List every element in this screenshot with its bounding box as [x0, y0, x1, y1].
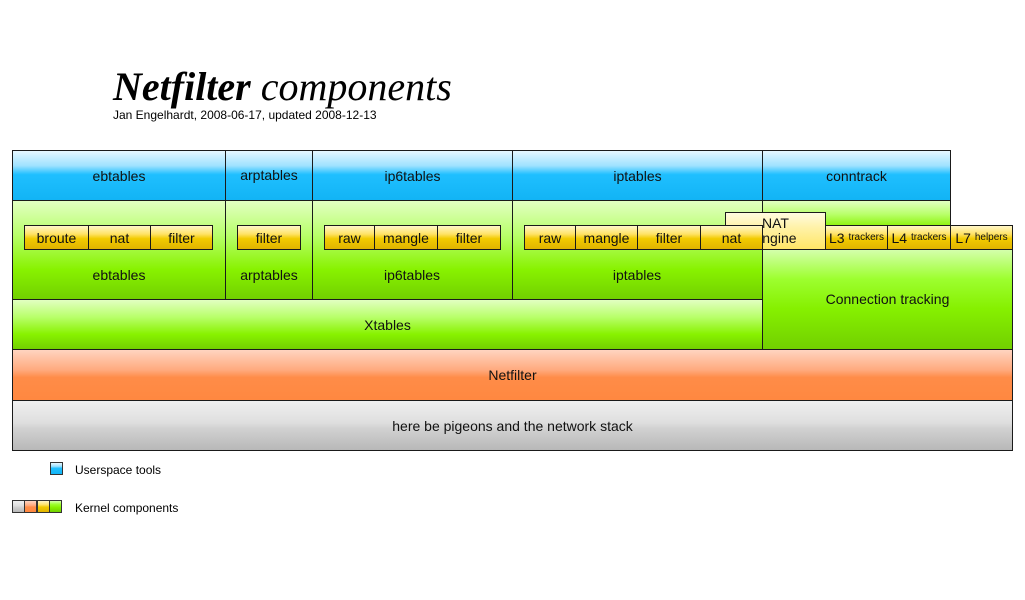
- kernel-connection-tracking: Connection tracking: [762, 248, 1013, 350]
- legend-label-kernel: Kernel components: [75, 501, 179, 515]
- userspace-ip6tables: ip6tables: [312, 150, 513, 201]
- kernel-arptables: [225, 200, 313, 300]
- label-arptables: arptables: [240, 267, 298, 283]
- kernel-xtables: Xtables: [12, 299, 763, 350]
- diagram-title: Netfilter components: [113, 64, 452, 109]
- kernel-iptables: [512, 200, 763, 300]
- kernel-ebtables: [12, 200, 226, 300]
- userspace-ebtables: ebtables: [12, 150, 226, 201]
- helper-l7: L7 helpers: [950, 225, 1013, 250]
- table-iptables-filter: filter: [637, 225, 701, 250]
- diagram-subtitle: Jan Engelhardt, 2008-06-17, updated 2008…: [113, 108, 377, 122]
- table-iptables-raw: raw: [524, 225, 576, 250]
- table-ip6tables-raw: raw: [324, 225, 375, 250]
- table-ebtables-filter: filter: [150, 225, 213, 250]
- label-ebtables: ebtables: [92, 267, 146, 283]
- label-iptables: iptables: [612, 267, 662, 283]
- userspace-arptables: arptables: [225, 150, 313, 201]
- legend-swatch-userspace: [50, 462, 63, 475]
- table-ebtables-broute: broute: [24, 225, 89, 250]
- tracker-l3: L3 trackers: [825, 225, 888, 250]
- legend-swatch-kernel-orange: [24, 500, 37, 513]
- userspace-conntrack: conntrack: [762, 150, 951, 201]
- table-ip6tables-filter: filter: [437, 225, 501, 250]
- kernel-ip6tables: [312, 200, 513, 300]
- kernel-netfilter: Netfilter: [12, 349, 1013, 401]
- table-ebtables-nat: nat: [88, 225, 151, 250]
- label-ip6tables: ip6tables: [383, 267, 441, 283]
- userspace-iptables: iptables: [512, 150, 763, 201]
- tracker-l4: L4 trackers: [887, 225, 951, 250]
- table-iptables-mangle: mangle: [575, 225, 638, 250]
- table-iptables-nat: nat: [700, 225, 763, 250]
- network-stack: here be pigeons and the network stack: [12, 400, 1013, 451]
- table-arptables-filter: filter: [237, 225, 301, 250]
- table-ip6tables-mangle: mangle: [374, 225, 438, 250]
- legend-swatch-kernel-green: [49, 500, 62, 513]
- legend-label-userspace: Userspace tools: [75, 463, 162, 477]
